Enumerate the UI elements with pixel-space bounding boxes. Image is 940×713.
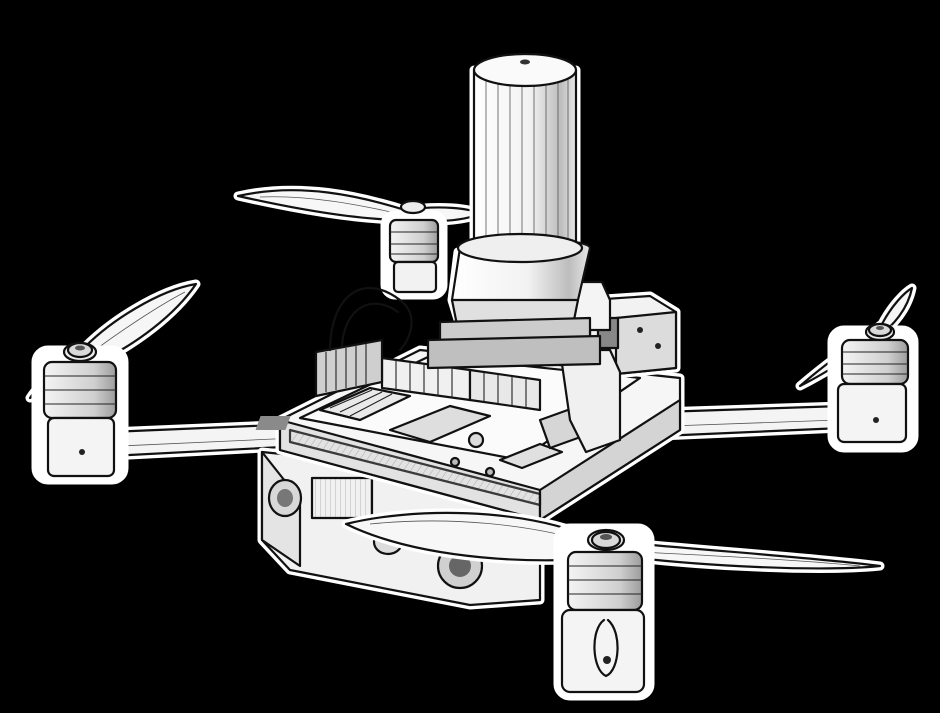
left-propeller-hub [66, 341, 94, 359]
front-propeller-hub [590, 530, 622, 550]
cylinder-payload [426, 52, 602, 370]
front-motor [553, 523, 655, 701]
right-propeller-hub [867, 322, 893, 338]
rear-left-motor [380, 199, 448, 300]
right-motor [827, 322, 919, 453]
left-motor [31, 341, 129, 485]
right-arm [655, 401, 847, 441]
front-propeller [341, 508, 885, 573]
